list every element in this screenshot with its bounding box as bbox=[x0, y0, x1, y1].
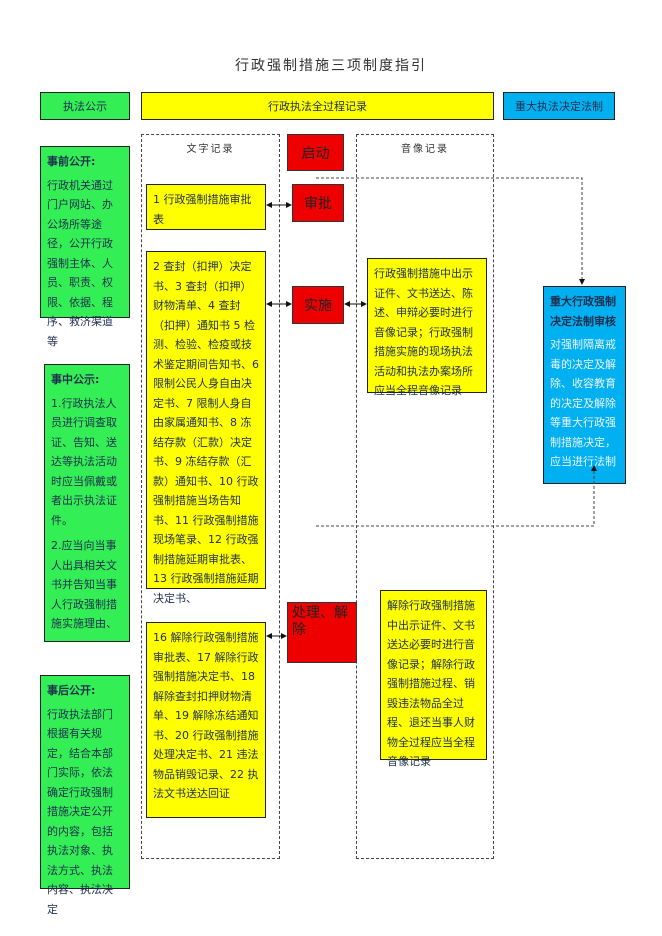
text-record-column bbox=[141, 134, 280, 859]
during-publicity-body-1: 1.行政执法人员进行调查取证、告知、送达等执法活动时应当佩戴或者出示执法证件。 bbox=[51, 396, 117, 527]
header-publicity: 执法公示 bbox=[40, 92, 130, 120]
text-record-handle-box: 16 解除行政强制措施审批表、17 解除行政强制措施决定书、18 解除查封扣押财… bbox=[146, 622, 266, 818]
stage-handle: 处理、解除 bbox=[287, 602, 357, 663]
before-publicity-box: 事前公开: 行政机关通过门户网站、办公场所等途径，公开行政强制主体、人员、职责、… bbox=[40, 146, 130, 348]
during-publicity-body-2: 2.应当向当事人出具相关文书并告知当事人行政强制措施实施理由、 bbox=[51, 539, 117, 630]
text-record-approve-box: 1 行政强制措施审批表 bbox=[146, 184, 266, 230]
after-publicity-title: 事后公开: bbox=[47, 684, 96, 697]
text-record-column-title: 文字记录 bbox=[186, 144, 235, 155]
av-record-column bbox=[356, 134, 494, 859]
stage-approve: 审批 bbox=[292, 184, 344, 222]
after-publicity-box: 事后公开: 行政执法部门根据有关规定，结合本部门实际，依法确定行政强制措施决定公… bbox=[40, 675, 130, 916]
stage-start: 启动 bbox=[287, 134, 344, 171]
header-full-process-record: 行政执法全过程记录 bbox=[141, 92, 494, 120]
legal-review-box: 重大行政强制决定法制审核 对强制隔离戒毒的决定及解除、收容教育的决定及解除等重大… bbox=[543, 286, 626, 484]
av-record-handle-box: 解除行政强制措施中出示证件、文书送达必要时进行音像记录；解除行政强制措施过程、销… bbox=[380, 590, 487, 768]
during-publicity-box: 事中公示: 1.行政执法人员进行调查取证、告知、送达等执法活动时应当佩戴或者出示… bbox=[44, 364, 130, 642]
legal-review-in-arrow bbox=[316, 177, 585, 285]
legal-review-out-arrow bbox=[316, 465, 597, 527]
header-legal-review: 重大执法决定法制 bbox=[503, 92, 615, 120]
before-publicity-title: 事前公开: bbox=[47, 155, 96, 168]
legal-review-body: 对强制隔离戒毒的决定及解除、收容教育的决定及解除等重大行政强制措施决定，应当进行… bbox=[550, 338, 616, 468]
during-publicity-title: 事中公示: bbox=[51, 373, 100, 386]
page-title: 行政强制措施三项制度指引 bbox=[235, 58, 427, 74]
before-publicity-body: 行政机关通过门户网站、办公场所等途径，公开行政强制主体、人员、职责、权限、依据、… bbox=[47, 178, 113, 348]
stage-implement: 实施 bbox=[292, 286, 344, 324]
after-publicity-body: 行政执法部门根据有关规定，结合本部门实际，依法确定行政强制措施决定公开的内容，包… bbox=[47, 707, 113, 916]
av-record-column-title: 音像记录 bbox=[401, 144, 449, 155]
text-record-implement-box: 2 查封（扣押）决定书、3 查封（扣押）财物清单、4 查封（扣押）通知书 5 检… bbox=[146, 251, 266, 605]
av-record-implement-box: 行政强制措施中出示证件、文书送达、陈述、申辩必要时进行音像记录；行政强制措施实施… bbox=[367, 258, 487, 397]
legal-review-title: 重大行政强制决定法制审核 bbox=[550, 295, 616, 328]
